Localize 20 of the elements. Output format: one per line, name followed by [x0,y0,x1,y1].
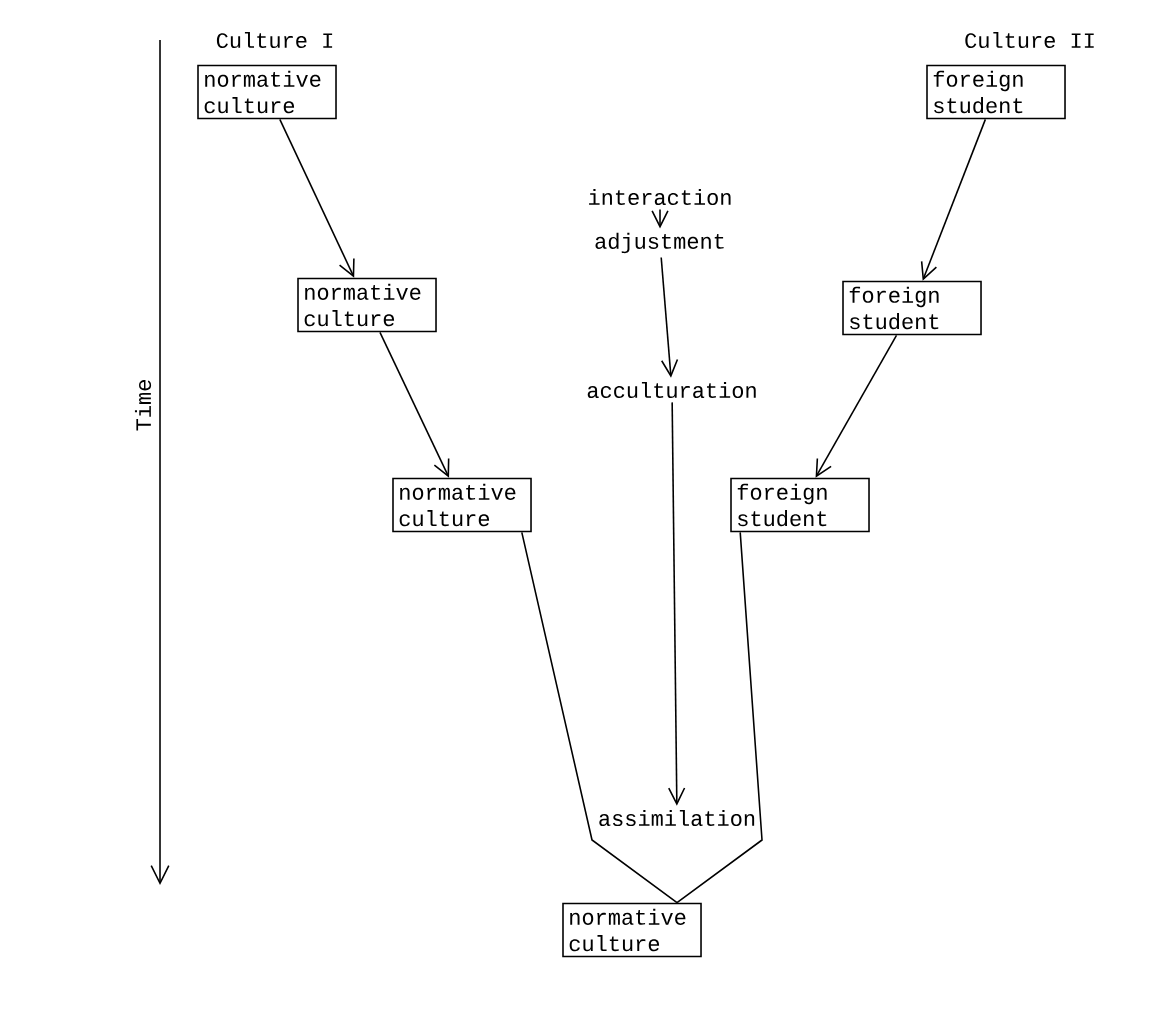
column-heading: Culture II [965,31,1094,49]
stage-label: acculturation [587,381,756,399]
text-box: normative culture [562,902,702,958]
arrow [660,256,679,378]
text-box: foreign student [842,280,982,336]
text-box: foreign student [926,64,1066,120]
arrow [920,118,987,281]
stage-label: assimilation [599,809,755,827]
arrow [651,208,669,229]
text-box: normative culture [197,64,337,120]
text-box: normative culture [297,277,437,333]
stage-label: interaction [589,188,731,206]
stage-label: adjustment [595,232,724,254]
arrow [379,331,450,478]
arrow [815,334,898,478]
text-box: foreign student [730,477,870,533]
arrow [667,401,686,806]
text-box: normative culture [392,477,532,533]
arrow [279,118,355,278]
axis-label: Time [134,380,152,431]
